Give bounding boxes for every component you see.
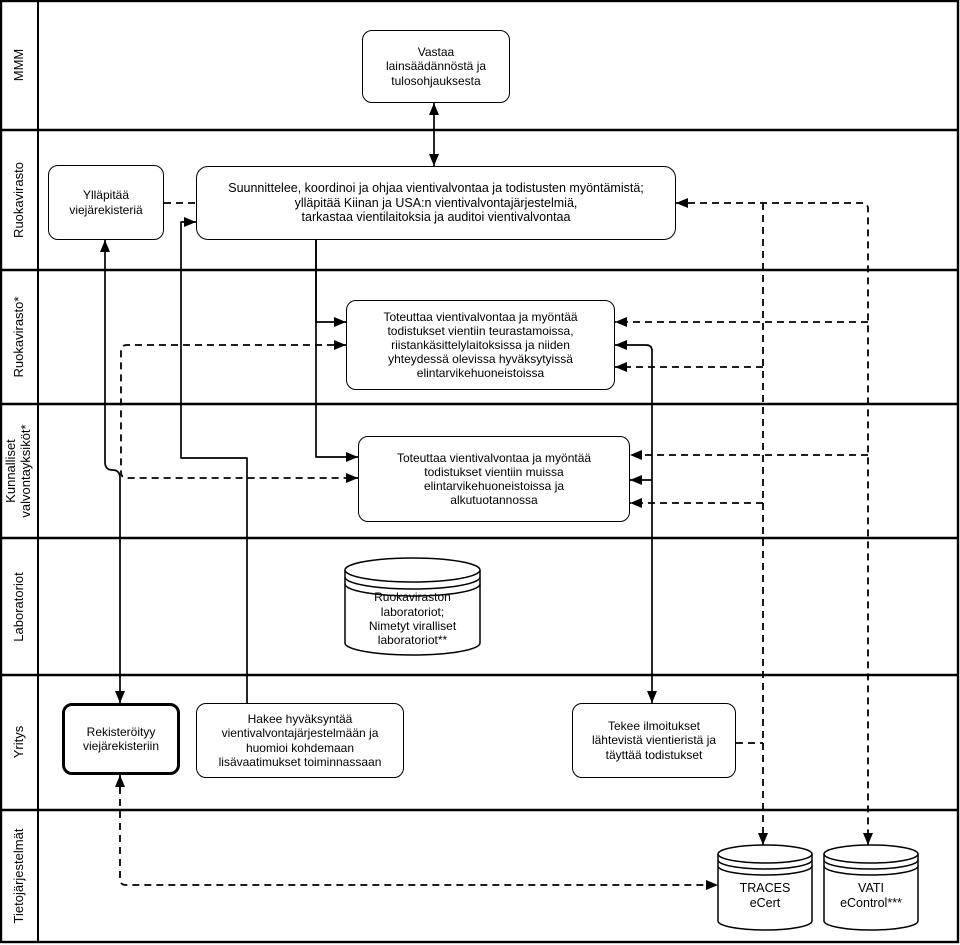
database-vati-shape [823,844,919,931]
database-traces-shape [717,844,813,931]
edge-yllapitaa-rekisteroityy [100,240,125,703]
edge-vati-suunnittelee-trunk [676,198,873,845]
node-tekee-ilmoitukset: Tekee ilmoitukset lähtevistä vientierist… [572,703,736,778]
node-toteuttaa-muissa: Toteuttaa vientivalvontaa ja myöntää tod… [358,436,630,522]
lane-label-tietojarjestelmat: Tietojärjestelmät [10,828,26,924]
edge-left-dashed-teurastamot-muut [120,340,358,483]
edge-hakee-suunnittelee [180,217,248,703]
edge-rekisteroityy-traces [115,775,718,890]
node-mmm-vastaa: Vastaa lainsäädännöstä ja tulosohjaukses… [362,30,510,103]
node-hakee-hyvaksyntaa: Hakee hyväksyntää vientivalvontajärjeste… [196,703,404,778]
database-vati-label: VATI eControl*** [840,881,902,910]
database-laboratoriot-label: Ruokaviraston laboratoriot; Nimetyt vira… [368,590,457,648]
node-yllapitaa-viejarekisteria: Ylläpitää viejärekisteriä [48,165,164,240]
database-laboratoriot-shape [344,557,481,656]
node-rekisteroityy-viejarekisteriin: Rekisteröityy viejärekisteriin [62,703,180,775]
edge-suunnittelee-teurastamot [315,240,346,327]
edge-trunk-tekee [615,340,657,703]
node-toteuttaa-teurastamoissa: Toteuttaa vientivalvontaa ja myöntää tod… [346,300,615,390]
database-traces-label: TRACES eCert [739,881,791,910]
node-suunnittelee-koordinoi: Suunnittelee, koordinoi ja ohjaa vientiv… [196,166,676,240]
